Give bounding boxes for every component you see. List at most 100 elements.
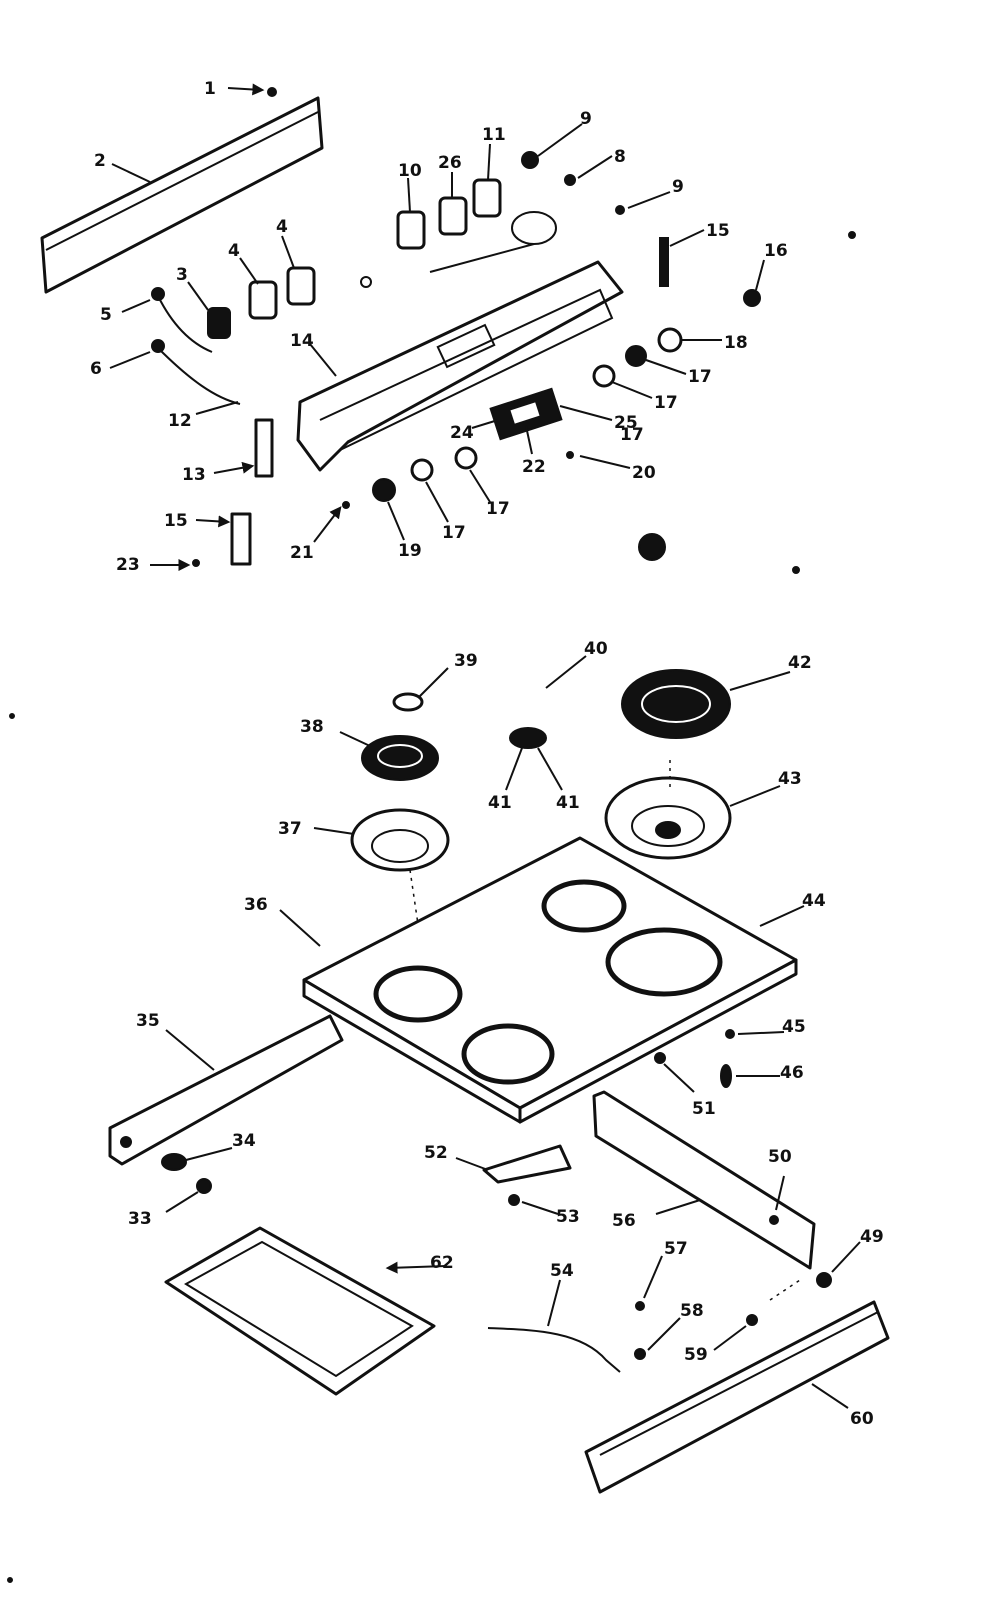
part-label-4a: 4 [228,241,240,261]
switch [454,446,478,470]
side-trim [592,1090,816,1270]
part-label-57: 57 [664,1239,688,1259]
cooktop-group [7,669,890,1583]
leader-line [121,299,151,313]
part-label-52: 52 [424,1143,448,1163]
leader-line [213,461,255,474]
leader-line [339,731,371,747]
leader-line [643,1255,663,1299]
knob [248,280,278,320]
part-label-62: 62 [430,1253,454,1273]
leader-line [239,257,259,285]
leader-line [281,235,295,269]
clip [743,289,761,307]
leader-line [385,1261,447,1274]
leader-line [831,1241,861,1273]
clip [720,1064,732,1088]
screw [848,231,856,239]
burner-opening [461,1023,555,1085]
part-label-25: 25 [614,413,638,433]
spacer-tube [230,512,252,566]
part-label-4b: 4 [276,217,288,237]
wire-harness [487,1327,621,1373]
screw [7,1577,13,1583]
part-label-8: 8 [614,147,626,167]
bolt [161,1153,187,1171]
part-label-17c: 17 [486,499,510,519]
part-label-17b: 17 [654,393,678,413]
leader-lines [109,83,861,1409]
part-label-44: 44 [802,891,826,911]
drip-bowl-inner [371,829,429,863]
part-label-10: 10 [398,161,422,181]
part-label-16: 16 [764,241,788,261]
part-label-58: 58 [680,1301,704,1321]
leader-line [407,177,411,213]
leader-line [729,671,791,691]
knob [286,266,316,306]
front-trim-edge [585,1451,601,1493]
screw [635,1301,645,1311]
part-label-17e: 17 [620,425,644,445]
leader-line [713,1325,747,1351]
part-label-37: 37 [278,819,302,839]
part-label-49: 49 [860,1227,884,1247]
leader-line [505,747,523,791]
leader-line [313,506,342,543]
part-label-24: 24 [450,423,474,443]
part-label-26: 26 [438,153,462,173]
knob [472,178,502,218]
leader-line [471,419,499,429]
leader-line [663,1063,695,1093]
leader-line [759,905,805,927]
knob [396,210,426,250]
grommet [360,276,372,288]
surface-element [621,669,731,739]
wire-coil [511,211,557,245]
wire-harness [157,347,241,405]
leader-line [537,747,563,791]
control-panel-group [40,87,856,574]
part-label-20: 20 [632,463,656,483]
wire-lead [429,243,535,273]
wire-terminal [151,339,165,353]
drip-bowl [604,776,732,860]
part-label-13: 13 [182,465,206,485]
side-trim [108,1014,344,1166]
leader-line [645,359,687,375]
part-label-15a: 15 [164,511,188,531]
leader-line [755,259,765,291]
control-panel-face [319,288,614,451]
part-label-51: 51 [692,1099,716,1119]
element-coil [641,685,711,723]
element-coil [377,744,423,768]
leader-line [775,1175,785,1211]
leader-line [195,401,239,415]
burner-opening [373,965,463,1023]
leader-line [559,405,613,421]
part-label-18: 18 [724,333,748,353]
leader-line [111,163,151,183]
wire-terminal [151,287,165,301]
switch [592,364,616,388]
part-label-41b: 41 [556,793,580,813]
part-label-3: 3 [176,265,188,285]
knob [207,307,231,339]
leader-line [195,515,231,528]
screw [564,174,576,186]
part-label-38: 38 [300,717,324,737]
screw [792,566,800,574]
bracket [482,1144,572,1184]
leader-line [611,381,653,399]
receptacle [509,727,547,749]
part-label-2: 2 [94,151,106,171]
leader-line [185,1147,233,1161]
leader-line [537,123,583,157]
screw [634,1348,646,1360]
screw [267,87,277,97]
leader-line [487,143,491,181]
leader-line [737,1031,785,1035]
bracket [659,237,669,287]
guide-line [769,1279,801,1301]
burner-cap [392,692,424,712]
